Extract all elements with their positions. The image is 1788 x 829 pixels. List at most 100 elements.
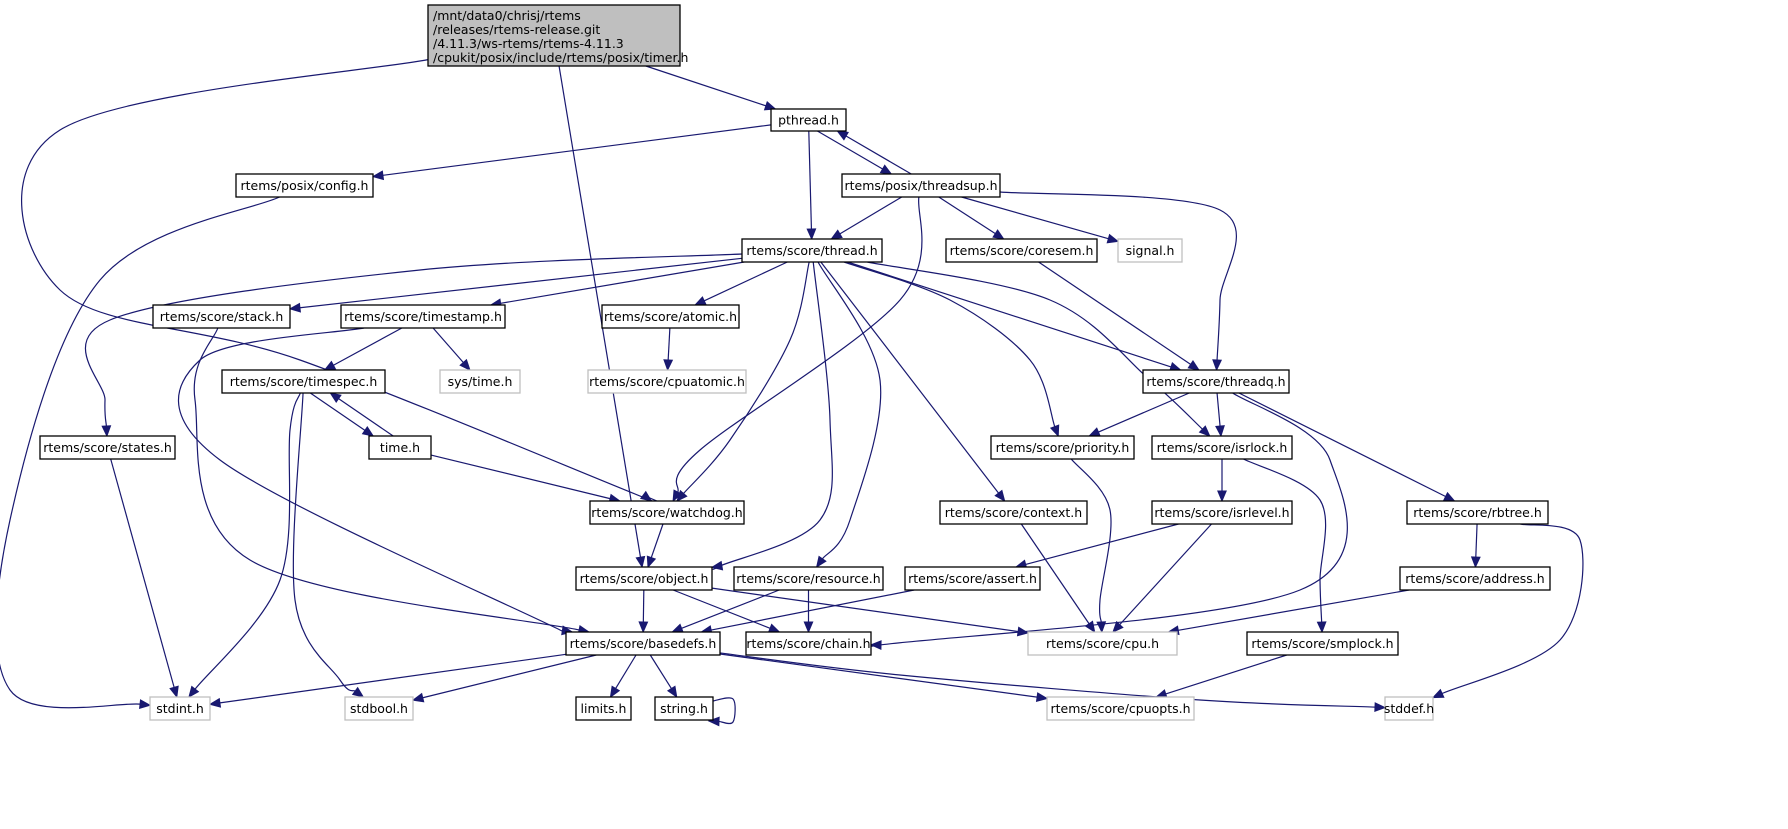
- node-box[interactable]: [575, 566, 713, 591]
- edge-line: [110, 458, 175, 688]
- node-box: [587, 369, 747, 394]
- node-box[interactable]: [340, 304, 506, 329]
- node-signal: signal.h: [1117, 238, 1183, 263]
- node-stack[interactable]: rtems/score/stack.h: [152, 304, 291, 329]
- edge-object-to-basedefs: [638, 589, 649, 634]
- edge-line: [1020, 523, 1090, 625]
- node-box: [1046, 696, 1195, 721]
- arrowhead-icon: [671, 623, 684, 633]
- node-threadsup[interactable]: rtems/posix/threadsup.h: [841, 173, 1001, 198]
- node-box[interactable]: [1142, 369, 1290, 394]
- node-basedefs[interactable]: rtems/score/basedefs.h: [565, 631, 721, 656]
- node-isrlevel[interactable]: rtems/score/isrlevel.h: [1151, 500, 1293, 525]
- edge-line: [961, 196, 1109, 240]
- edge-line: [1216, 392, 1221, 427]
- node-box[interactable]: [368, 435, 432, 460]
- node-box: [149, 696, 211, 721]
- node-box[interactable]: [945, 238, 1098, 263]
- node-box[interactable]: [235, 173, 374, 198]
- node-box[interactable]: [745, 631, 872, 656]
- edge-basedefs-to-stddef: [719, 652, 1387, 713]
- node-isrlock[interactable]: rtems/score/isrlock.h: [1151, 435, 1293, 460]
- node-box[interactable]: [1151, 500, 1293, 525]
- node-priority[interactable]: rtems/score/priority.h: [990, 435, 1135, 460]
- node-address[interactable]: rtems/score/address.h: [1399, 566, 1551, 591]
- node-pthread[interactable]: pthread.h: [770, 108, 847, 132]
- node-states[interactable]: rtems/score/states.h: [39, 435, 176, 460]
- edge-object-to-cpu: [711, 587, 1030, 637]
- edge-line: [615, 654, 637, 689]
- node-timestamp[interactable]: rtems/score/timestamp.h: [340, 304, 506, 329]
- edge-line: [500, 261, 745, 304]
- edge-line: [309, 392, 366, 431]
- node-box[interactable]: [654, 696, 714, 721]
- edge-isrlock-to-smplock: [1243, 458, 1327, 634]
- arrowhead-icon: [169, 685, 179, 699]
- node-box[interactable]: [741, 238, 883, 263]
- node-stdbool: stdbool.h: [344, 696, 414, 721]
- edge-line: [1070, 458, 1112, 623]
- node-box[interactable]: [1399, 566, 1551, 591]
- node-context[interactable]: rtems/score/context.h: [939, 500, 1088, 525]
- edge-line: [667, 327, 671, 361]
- node-box[interactable]: [1406, 500, 1549, 525]
- node-box[interactable]: [39, 435, 176, 460]
- node-smplock[interactable]: rtems/score/smplock.h: [1246, 631, 1399, 656]
- node-thread[interactable]: rtems/score/thread.h: [741, 238, 883, 263]
- node-box[interactable]: [770, 108, 847, 132]
- node-threadq[interactable]: rtems/score/threadq.h: [1142, 369, 1290, 394]
- node-string[interactable]: string.h: [654, 696, 714, 721]
- edge-line: [193, 327, 580, 631]
- node-box[interactable]: [1246, 631, 1399, 656]
- node-object[interactable]: rtems/score/object.h: [575, 566, 713, 591]
- node-box[interactable]: [841, 173, 1001, 198]
- node-box[interactable]: [733, 566, 884, 591]
- node-box[interactable]: [575, 696, 632, 721]
- node-box[interactable]: [1151, 435, 1293, 460]
- node-label: sys/time.h: [448, 374, 513, 389]
- node-time[interactable]: time.h: [368, 435, 432, 460]
- arrowhead-icon: [635, 555, 646, 569]
- node-rbtree[interactable]: rtems/score/rbtree.h: [1406, 500, 1549, 525]
- node-box[interactable]: [427, 4, 681, 67]
- edge-coresem-to-threadq: [1038, 261, 1200, 371]
- node-box[interactable]: [990, 435, 1135, 460]
- arrowhead-icon: [830, 229, 843, 240]
- node-box[interactable]: [939, 500, 1088, 525]
- edge-rbtree-to-stddef: [1431, 523, 1584, 699]
- node-atomic[interactable]: rtems/score/atomic.h: [601, 304, 740, 329]
- node-assert[interactable]: rtems/score/assert.h: [904, 566, 1041, 591]
- node-label: rtems/score/basedefs.h: [570, 636, 717, 651]
- edge-timer-to-pthread: [645, 65, 777, 111]
- node-limits[interactable]: limits.h: [575, 696, 632, 721]
- node-box[interactable]: [904, 566, 1041, 591]
- edge-string-to-string: [707, 697, 736, 727]
- node-timer[interactable]: /mnt/data0/chrisj/rtems/releases/rtems-r…: [427, 4, 688, 67]
- node-chain[interactable]: rtems/score/chain.h: [745, 631, 872, 656]
- node-timespec[interactable]: rtems/score/timespec.h: [221, 369, 386, 394]
- node-box[interactable]: [152, 304, 291, 329]
- arrowhead-icon: [638, 621, 649, 634]
- node-box[interactable]: [601, 304, 740, 329]
- node-cpu: rtems/score/cpu.h: [1027, 631, 1178, 656]
- node-box[interactable]: [221, 369, 386, 394]
- node-posix-config[interactable]: rtems/posix/config.h: [235, 173, 374, 198]
- node-box[interactable]: [565, 631, 721, 656]
- node-label: rtems/score/priority.h: [996, 440, 1130, 455]
- node-resource[interactable]: rtems/score/resource.h: [733, 566, 884, 591]
- node-coresem[interactable]: rtems/score/coresem.h: [945, 238, 1098, 263]
- edge-line: [820, 261, 1000, 494]
- edge-thread-to-priority: [843, 261, 1060, 438]
- edge-line: [808, 130, 813, 230]
- node-label: /mnt/data0/chrisj/rtems: [433, 8, 581, 23]
- node-box: [439, 369, 521, 394]
- node-watchdog[interactable]: rtems/score/watchdog.h: [589, 500, 745, 525]
- arrowhead-icon: [1215, 425, 1225, 438]
- arrowhead-icon: [994, 489, 1006, 503]
- edge-threadq-to-priority: [1088, 392, 1190, 437]
- node-label: rtems/score/atomic.h: [604, 309, 737, 324]
- node-box[interactable]: [589, 500, 745, 525]
- edge-line: [1441, 523, 1584, 695]
- edge-line: [645, 65, 767, 107]
